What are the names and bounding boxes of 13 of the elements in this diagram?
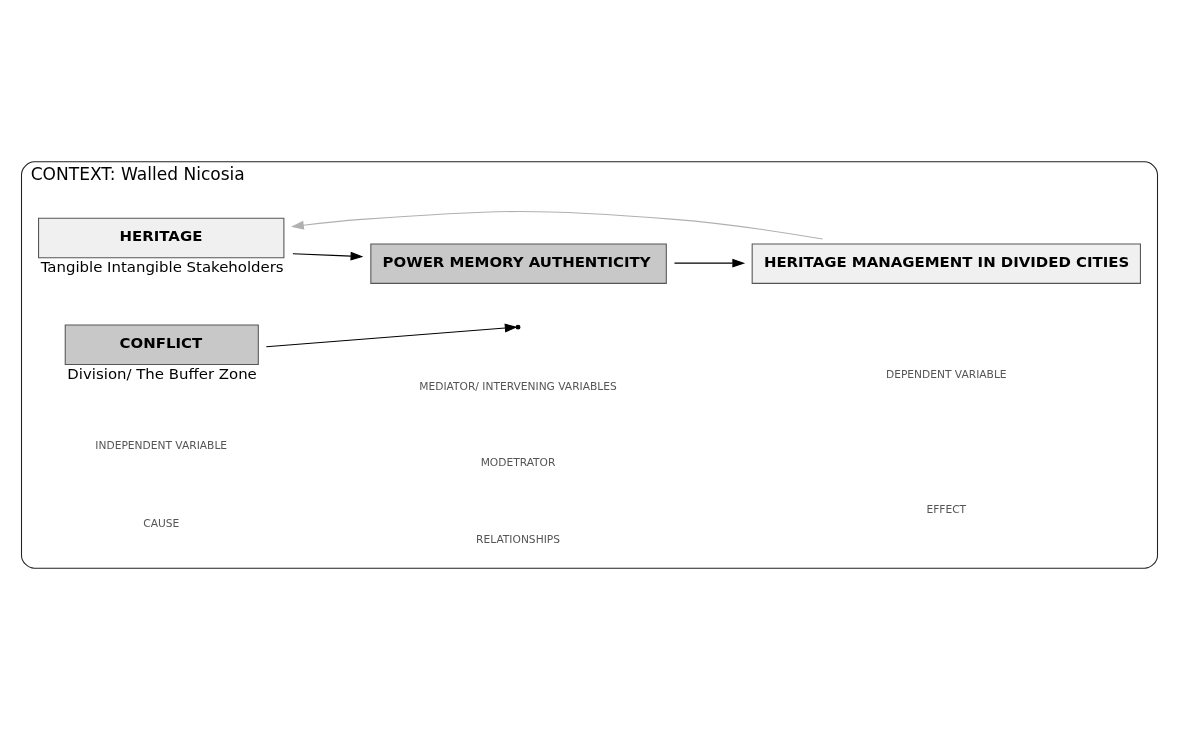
arrow (673, 258, 746, 268)
label: RELATIONSHIPS (476, 532, 560, 546)
node-label: Tangible Intangible Stakeholders (40, 257, 284, 276)
label: MEDIATOR/ INTERVENING VARIABLES (419, 379, 617, 393)
label: DEPENDENT VARIABLE (886, 367, 1007, 381)
label: EFFECT (926, 502, 967, 516)
arrow (291, 210, 824, 240)
arrow (292, 251, 364, 261)
label: INDEPENDENT VARIABLE (95, 438, 228, 452)
label: CAUSE (143, 516, 180, 530)
node-label: Division/ The Buffer Zone (67, 364, 257, 383)
arrow (265, 323, 518, 347)
label: MODETRATOR (480, 455, 556, 469)
